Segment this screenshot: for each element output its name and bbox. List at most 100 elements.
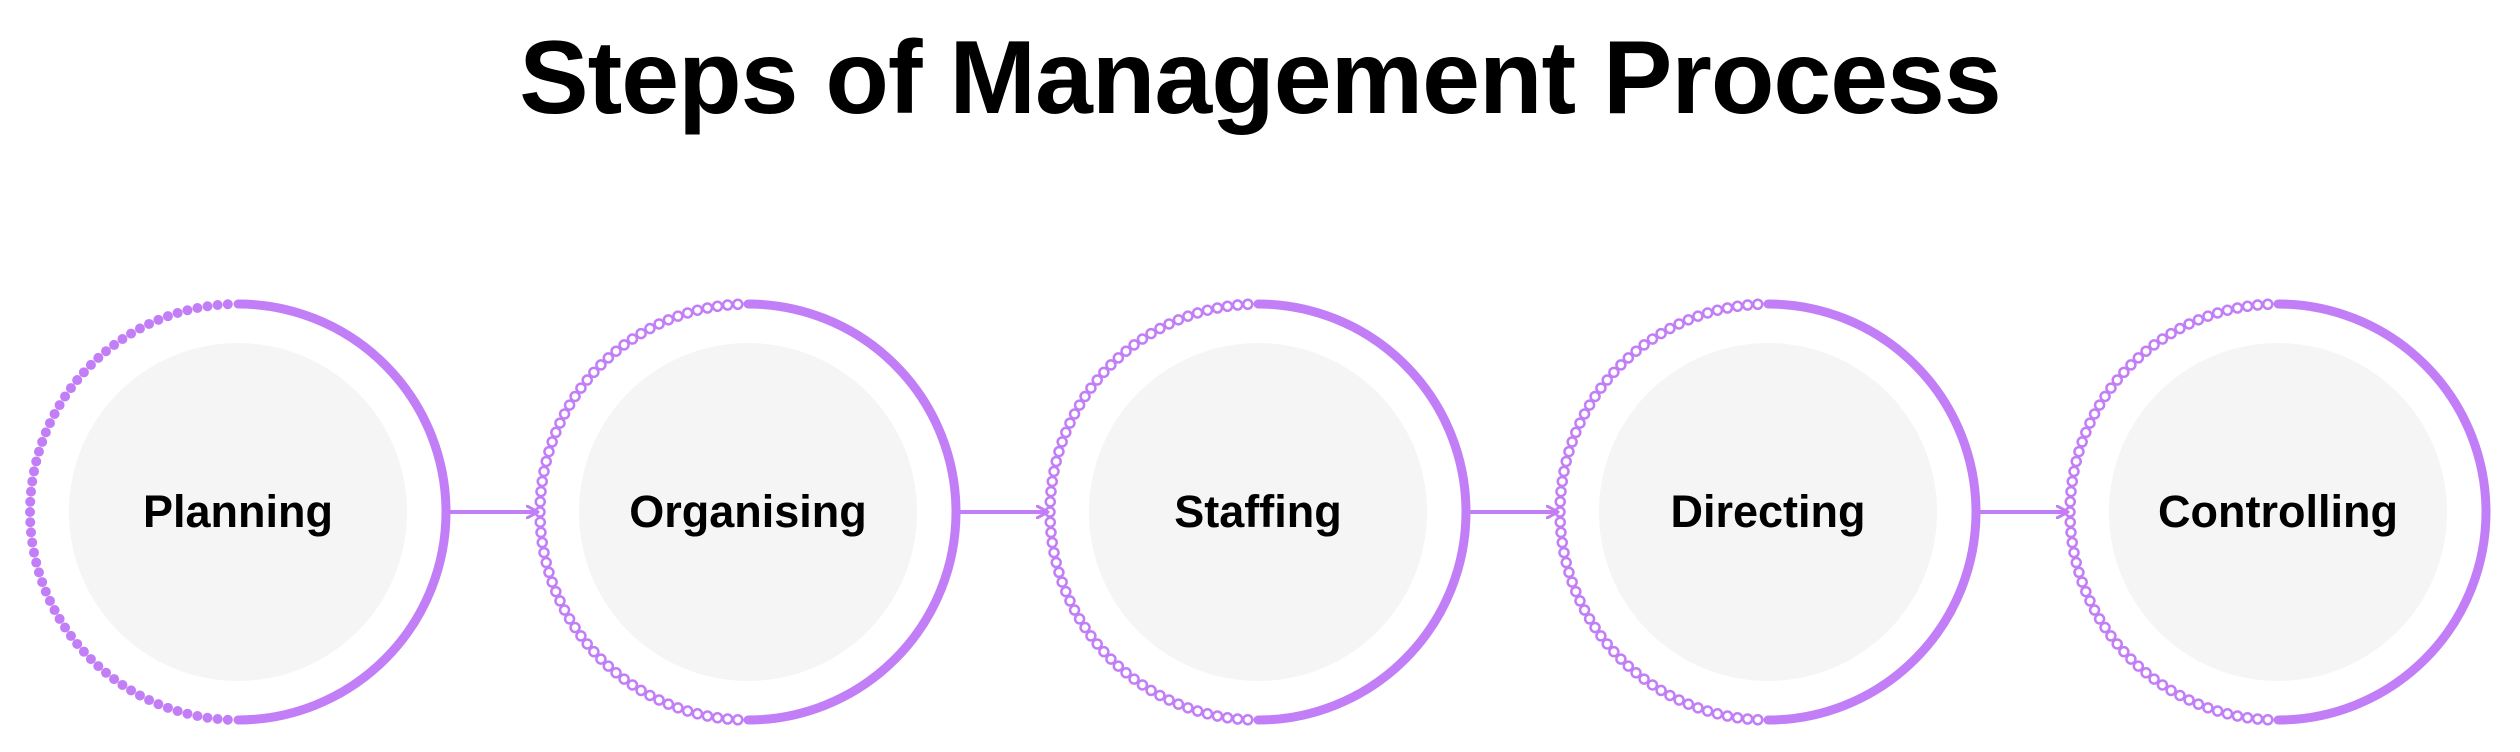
ring-dot (1554, 516, 1566, 528)
ring-dot (1555, 526, 1567, 539)
ring-dot (1556, 536, 1568, 549)
ring-dot (1128, 673, 1140, 685)
ring-dot (602, 660, 615, 672)
ring-dot (1182, 310, 1194, 322)
ring-dot (1682, 314, 1695, 326)
process-step: Staffing (1044, 298, 1471, 726)
ring-dot (153, 314, 164, 325)
ring-dot (581, 638, 593, 650)
ring-dot (2221, 708, 2234, 720)
ring-dot (540, 455, 552, 468)
ring-dot (1589, 621, 1601, 634)
ring-dot (2076, 576, 2088, 588)
ring-dot (54, 613, 65, 624)
ring-dot (1163, 318, 1175, 330)
ring-dot (662, 314, 675, 326)
ring-dot (2262, 298, 2274, 310)
ring-dot (1673, 318, 1685, 330)
step-inner-circle (2109, 343, 2447, 681)
ring-dot (1711, 304, 1724, 316)
ring-dot (1231, 713, 1244, 725)
ring-dot (1741, 299, 1754, 311)
ring-dot (60, 391, 71, 402)
ring-dot (1221, 300, 1234, 312)
ring-dot (2064, 516, 2076, 528)
ring-dot (618, 339, 630, 351)
ring-dot (2211, 307, 2224, 319)
step-ring-solid-arc (1763, 299, 1981, 725)
ring-dot (192, 303, 203, 313)
ring-dot (1608, 645, 1620, 658)
ring-dot (1554, 496, 1566, 508)
ring-dot (1112, 660, 1125, 672)
step-ring-solid-arc (1253, 299, 1471, 725)
ring-dot (1711, 708, 1724, 720)
ring-dot (2241, 712, 2254, 724)
ring-dot (672, 310, 684, 322)
ring-dot (2132, 352, 2145, 364)
ring-dot (2165, 327, 2177, 340)
ring-dot (2070, 455, 2082, 468)
ring-dot (1701, 705, 1714, 717)
ring-dot (1558, 465, 1570, 478)
ring-dot (558, 604, 571, 616)
ring-dot (691, 708, 704, 720)
ring-dot (1664, 322, 1676, 335)
ring-dot (27, 476, 38, 487)
ring-dot (2174, 689, 2186, 702)
ring-dot (2064, 496, 2076, 508)
ring-dot (1701, 307, 1714, 319)
ring-dot (72, 638, 83, 649)
ring-dot (153, 699, 164, 710)
ring-dot (1589, 390, 1601, 403)
ring-dot (54, 400, 65, 411)
ring-dot (588, 366, 600, 379)
ring-dot (535, 526, 547, 539)
ring-dot (65, 383, 76, 394)
ring-dot (72, 375, 83, 386)
ring-dot (662, 698, 675, 710)
ring-dot (1091, 638, 1103, 650)
ring-dot (618, 673, 630, 685)
ring-dot (1145, 327, 1157, 340)
ring-dot (93, 352, 104, 363)
ring-dot (25, 517, 36, 528)
ring-dot (1638, 339, 1650, 351)
ring-dot (1638, 673, 1650, 685)
ring-dot (644, 689, 656, 702)
ring-dot (2251, 713, 2264, 725)
ring-dot (1583, 399, 1596, 411)
ring-dot (732, 714, 744, 726)
step-ring-solid-arc (743, 299, 961, 725)
ring-dot (1098, 645, 1110, 658)
ring-dot (40, 427, 51, 438)
ring-dot (1555, 485, 1567, 498)
ring-dot (1091, 374, 1103, 386)
ring-dot (182, 305, 193, 316)
ring-dot (2156, 679, 2169, 691)
ring-dot (26, 486, 36, 497)
ring-dot (1053, 566, 1065, 579)
step-label: Staffing (1174, 486, 1341, 537)
ring-dot (550, 426, 562, 439)
ring-dot (1595, 382, 1607, 394)
ring-dot (78, 646, 89, 657)
page-title: Steps of Management Process (519, 20, 2001, 136)
ring-dot (37, 577, 48, 588)
ring-dot (2231, 302, 2244, 314)
ring-dot (49, 408, 60, 419)
ring-dot (1046, 536, 1058, 549)
ring-dot (635, 684, 647, 697)
ring-dot (1566, 576, 1578, 588)
ring-dot (1048, 465, 1060, 478)
ring-dot (1136, 333, 1149, 345)
step-ring-dotted-arc (25, 299, 233, 725)
step-ring-solid-arc (233, 299, 451, 725)
ring-dot (2070, 556, 2082, 569)
ring-dot (1622, 660, 1635, 672)
ring-dot (1692, 310, 1704, 322)
ring-dot (2221, 304, 2234, 316)
ring-dot (1098, 366, 1110, 379)
ring-dot (2105, 630, 2117, 642)
